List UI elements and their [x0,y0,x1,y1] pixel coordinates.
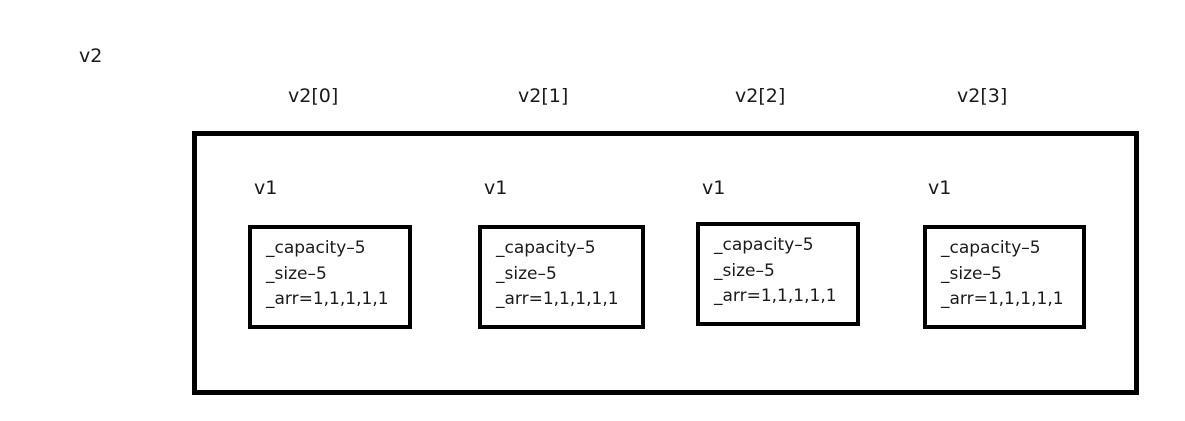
field-arr: _arr=1,1,1,1,1 [941,289,1064,310]
field-list-1: _capacity–5 _size–5 _arr=1,1,1,1,1 [496,238,619,310]
struct-box-3: _capacity–5 _size–5 _arr=1,1,1,1,1 [923,225,1086,329]
field-list-0: _capacity–5 _size–5 _arr=1,1,1,1,1 [266,238,389,310]
struct-box-0: _capacity–5 _size–5 _arr=1,1,1,1,1 [248,225,412,329]
inner-vector-label-2: v1 [702,177,726,199]
index-label-3: v2[3] [957,85,1008,107]
field-capacity: _capacity–5 [941,238,1041,258]
index-label-0: v2[0] [288,85,339,107]
field-list-2: _capacity–5 _size–5 _arr=1,1,1,1,1 [714,235,837,307]
field-arr: _arr=1,1,1,1,1 [496,289,619,310]
field-capacity: _capacity–5 [714,235,814,255]
outer-vector-label: v2 [79,45,103,67]
field-capacity: _capacity–5 [496,238,596,258]
inner-vector-label-1: v1 [484,177,508,199]
field-size: _size–5 [266,263,327,284]
index-label-2: v2[2] [735,85,786,107]
struct-box-1: _capacity–5 _size–5 _arr=1,1,1,1,1 [478,225,645,329]
field-list-3: _capacity–5 _size–5 _arr=1,1,1,1,1 [941,238,1064,310]
inner-vector-label-0: v1 [254,177,278,199]
field-size: _size–5 [714,260,775,281]
inner-vector-label-3: v1 [928,177,952,199]
field-size: _size–5 [941,263,1002,284]
struct-box-2: _capacity–5 _size–5 _arr=1,1,1,1,1 [696,222,860,326]
field-size: _size–5 [496,263,557,284]
index-label-1: v2[1] [518,85,569,107]
field-capacity: _capacity–5 [266,238,366,258]
outer-vector-box: v1 _capacity–5 _size–5 _arr=1,1,1,1,1 v1… [192,131,1139,395]
field-arr: _arr=1,1,1,1,1 [714,286,837,307]
field-arr: _arr=1,1,1,1,1 [266,289,389,310]
